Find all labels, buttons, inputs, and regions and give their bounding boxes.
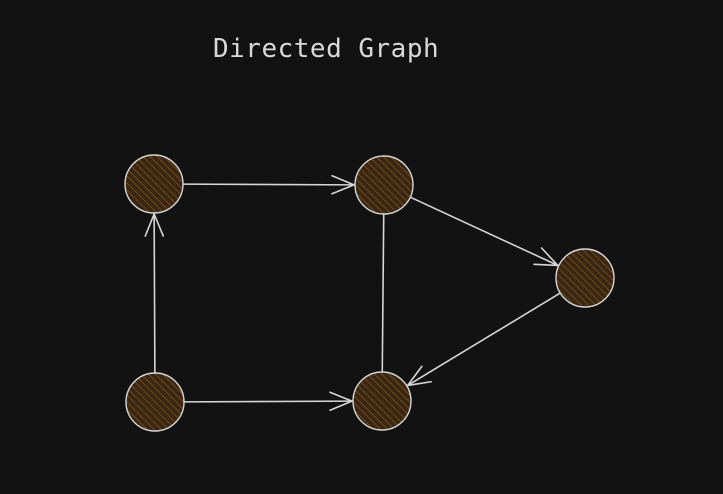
- node-bottom-middle: [352, 371, 412, 431]
- edge-top-middle-to-bottom-middle: [381, 213, 385, 372]
- edge-top-left-to-top-middle: [182, 174, 355, 195]
- node-top-middle: [354, 155, 414, 215]
- node-right: [555, 248, 615, 308]
- edge-bottom-left-to-bottom-middle: [183, 391, 353, 412]
- edge-line: [183, 400, 353, 403]
- arrowhead-icon: [406, 365, 432, 387]
- edge-top-middle-to-right: [409, 196, 559, 267]
- diagram-title: Directed Graph: [213, 34, 440, 64]
- arrowhead-icon: [329, 391, 353, 412]
- node-bottom-left: [125, 372, 185, 432]
- arrowhead-icon: [331, 174, 355, 195]
- edges-group: [144, 174, 561, 412]
- nodes-group: [124, 154, 615, 432]
- node-top-left: [124, 154, 184, 214]
- edge-line: [409, 196, 559, 267]
- edge-line: [182, 183, 355, 186]
- edge-right-to-bottom-middle: [406, 292, 561, 387]
- arrowhead-icon: [533, 247, 559, 267]
- arrowhead-icon: [144, 213, 165, 237]
- edge-line: [153, 213, 156, 374]
- edge-line: [406, 292, 561, 387]
- edge-bottom-left-to-top-left: [144, 213, 165, 374]
- edge-line: [381, 213, 385, 372]
